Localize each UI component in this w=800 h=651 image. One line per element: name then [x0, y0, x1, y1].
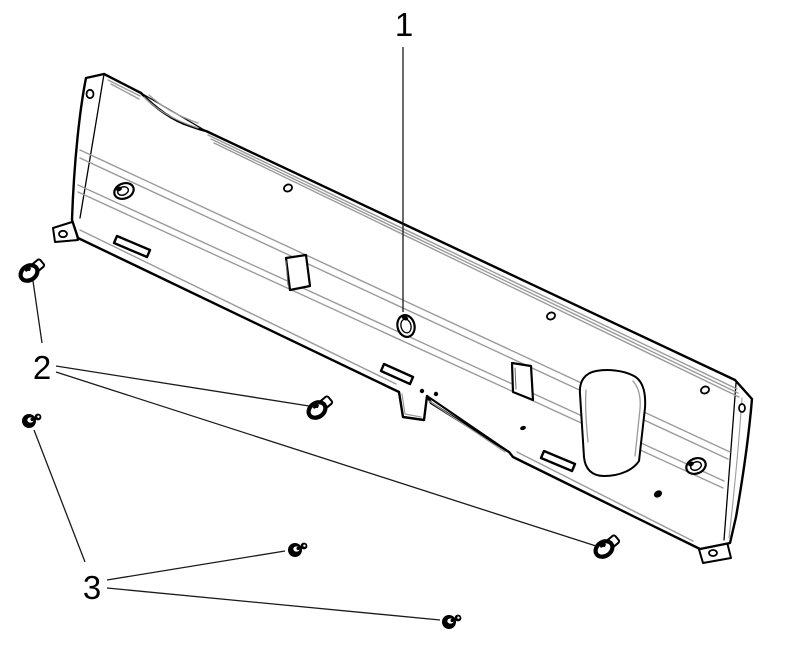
callout-2: 2	[32, 280, 597, 547]
slot-right	[539, 449, 577, 473]
face-holes	[283, 183, 710, 498]
clip-fastener-3	[442, 614, 462, 629]
left-flange-fold-line	[79, 73, 105, 219]
grommet-left	[113, 182, 135, 200]
left-foot-hole	[58, 229, 68, 239]
callout-3-leader-3	[106, 587, 441, 621]
callout-3-leader-2	[106, 550, 286, 581]
callout-3-label: 3	[83, 569, 101, 606]
screw-fastener-1	[18, 259, 45, 284]
callout-2-leader-3	[55, 371, 597, 547]
bottom-notch-inner	[401, 393, 422, 418]
right-flange-inner-line	[728, 397, 743, 539]
grommet-center	[396, 314, 416, 338]
slot-middle	[379, 362, 415, 386]
callout-2-leader-2	[55, 365, 310, 407]
callout-3: 3	[33, 429, 441, 621]
cutout-left	[284, 253, 312, 292]
callout-2-leader-1	[32, 280, 43, 344]
callout-1-label: 1	[395, 6, 413, 43]
right-flange-hole	[738, 403, 746, 413]
bottom-step	[401, 393, 507, 453]
wave-contour-2	[148, 94, 199, 124]
clip-fastener-2	[288, 542, 308, 557]
callout-3-leader-1	[33, 429, 86, 563]
screw-fastener-2	[306, 396, 333, 421]
callout-2-label: 2	[33, 349, 51, 386]
slot-left	[112, 234, 152, 259]
top-hem-lines	[107, 79, 740, 398]
wave-contour-1	[143, 96, 199, 129]
callout-1: 1	[395, 6, 413, 312]
grommet-right	[685, 457, 707, 475]
right-foot-hole	[708, 549, 718, 557]
raised-pocket	[578, 369, 647, 477]
cutout-right	[510, 361, 535, 402]
left-flange-hole	[85, 88, 95, 100]
clip-fastener-1	[22, 413, 42, 428]
trim-panel	[52, 72, 754, 564]
right-fold-line	[723, 382, 737, 541]
screw-fastener-3	[593, 535, 620, 560]
